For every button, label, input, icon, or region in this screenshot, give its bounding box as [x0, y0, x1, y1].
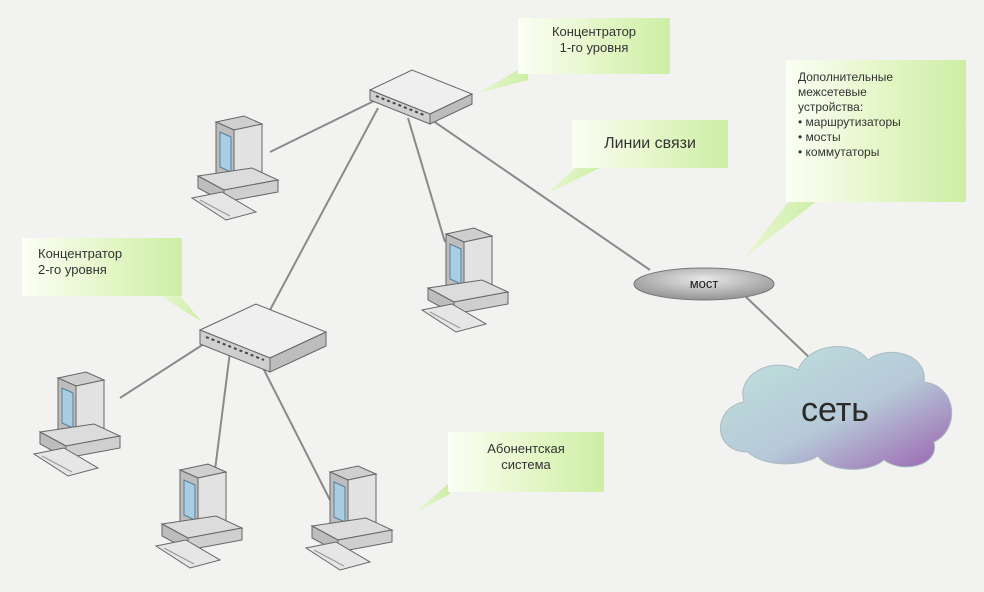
callout-text-line: Абонентская [487, 441, 565, 456]
callout-tail-subscriber [416, 482, 450, 512]
callout-hub-level-2: Концентратор 2-го уровня [22, 238, 182, 296]
link-hub1-hub2 [269, 107, 379, 311]
extra-devices-list: маршрутизаторы мосты коммутаторы [798, 115, 954, 160]
link-bridge-cloud [744, 295, 813, 361]
callout-tail-hub1 [478, 64, 528, 93]
list-item: маршрутизаторы [798, 115, 954, 130]
cloud-shape [720, 346, 953, 470]
hub-level-1 [368, 69, 474, 125]
bridge-label: мост [689, 276, 719, 291]
computer-icon [155, 463, 243, 569]
computer-icon [33, 371, 121, 477]
callout-text-line: устройства: [798, 100, 864, 114]
callout-text-line: Линии связи [604, 135, 696, 152]
link-hub1-pc2 [407, 117, 446, 243]
cloud-label: сеть [800, 391, 870, 429]
callout-subscriber-system: Абонентская система [448, 432, 604, 492]
callout-extra-devices: Дополнительные межсетевые устройства: ма… [786, 60, 966, 202]
callout-hub-level-1: Концентратор 1-го уровня [518, 18, 670, 74]
callout-tails [160, 64, 818, 512]
callout-tail-hub2 [160, 296, 202, 322]
callout-text-line: 2-го уровня [38, 262, 107, 277]
callout-text-line: система [501, 457, 551, 472]
callout-links: Линии связи [572, 120, 728, 168]
link-hub1-bridge [425, 115, 651, 271]
callout-text-line: Концентратор [38, 246, 123, 261]
computer-icon [191, 115, 279, 221]
callout-text-line: Дополнительные [798, 70, 893, 84]
computer-icon [421, 227, 509, 333]
bridge-shape [633, 267, 775, 301]
link-hub2-pc4 [214, 351, 231, 471]
link-lines [119, 97, 813, 501]
callout-tail-extra [744, 200, 818, 258]
computer-icon [305, 465, 393, 571]
link-hub1-pc1 [269, 97, 381, 153]
callout-text-line: 1-го уровня [559, 40, 629, 55]
callout-tail-links [546, 166, 604, 194]
callout-text-line: Концентратор [551, 24, 637, 39]
list-item: коммутаторы [798, 145, 954, 160]
link-hub2-pc3 [119, 339, 211, 399]
hub-level-2 [198, 303, 328, 373]
callout-text-line: межсетевые [798, 85, 867, 99]
list-item: мосты [798, 130, 954, 145]
link-hub2-pc5 [257, 357, 331, 501]
